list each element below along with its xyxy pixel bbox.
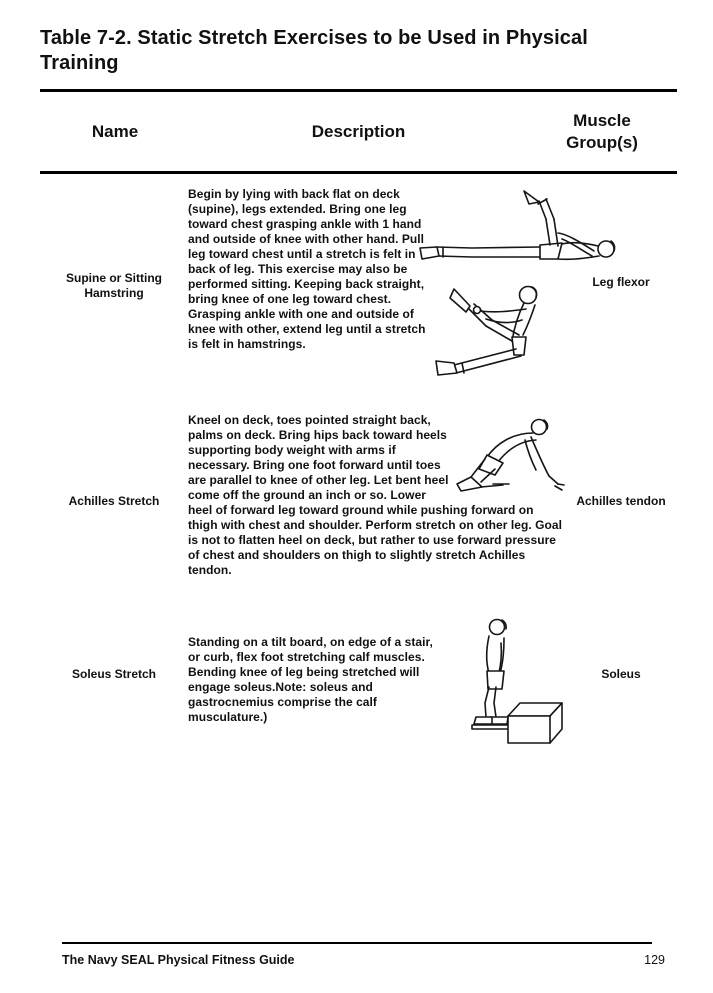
column-header-description: Description bbox=[311, 122, 406, 141]
supine-hamstring-illustration bbox=[412, 185, 634, 273]
footer-line: The Navy SEAL Physical Fitness Guide 129 bbox=[40, 944, 677, 967]
muscle-group: Achilles tendon bbox=[576, 494, 666, 508]
exercise-description-cell: Kneel on deck, toes pointed straight bac… bbox=[188, 409, 565, 621]
kneeling-achilles-illustration bbox=[451, 413, 565, 499]
exercise-description: Standing on a tilt board, on edge of a s… bbox=[188, 635, 433, 724]
table-row-soleus-stretch: Soleus Stretch Standing on a tilt board,… bbox=[40, 618, 677, 773]
muscle-group: Leg flexor bbox=[592, 275, 650, 289]
exercise-name: Achilles Stretch bbox=[68, 494, 160, 508]
table-row-supine-or-sitting-hamstring: Supine or Sitting Hamstring Begin by lyi… bbox=[40, 181, 677, 409]
column-header-muscle-groups-label: Muscle Group(s) bbox=[566, 111, 638, 152]
table-header-row: Name Description Muscle Group(s) bbox=[40, 92, 677, 171]
exercise-description: Begin by lying with back flat on deck (s… bbox=[188, 187, 426, 351]
header-divider-rule bbox=[40, 171, 677, 174]
page-footer: The Navy SEAL Physical Fitness Guide 129 bbox=[40, 942, 677, 967]
exercise-description-cell: Begin by lying with back flat on deck (s… bbox=[188, 181, 565, 409]
sitting-hamstring-illustration bbox=[424, 275, 579, 383]
muscle-group: Soleus bbox=[601, 667, 641, 681]
standing-soleus-illustration bbox=[452, 615, 564, 745]
footer-book-title: The Navy SEAL Physical Fitness Guide bbox=[62, 953, 295, 967]
column-header-muscle-groups: Muscle Group(s) bbox=[527, 110, 677, 154]
page-title: Table 7-2. Static Stretch Exercises to b… bbox=[40, 27, 588, 74]
column-header-name: Name bbox=[91, 122, 139, 141]
table-row-achilles-stretch: Achilles Stretch bbox=[40, 409, 677, 621]
exercise-description: Kneel on deck, toes pointed straight bac… bbox=[188, 413, 562, 577]
exercise-description-cell: Standing on a tilt board, on edge of a s… bbox=[188, 621, 565, 773]
footer-divider-rule bbox=[62, 942, 652, 944]
title-divider-rule bbox=[40, 89, 677, 92]
page-number: 129 bbox=[644, 953, 665, 967]
exercise-name: Supine or Sitting Hamstring bbox=[66, 271, 162, 300]
exercise-name: Soleus Stretch bbox=[71, 667, 157, 681]
